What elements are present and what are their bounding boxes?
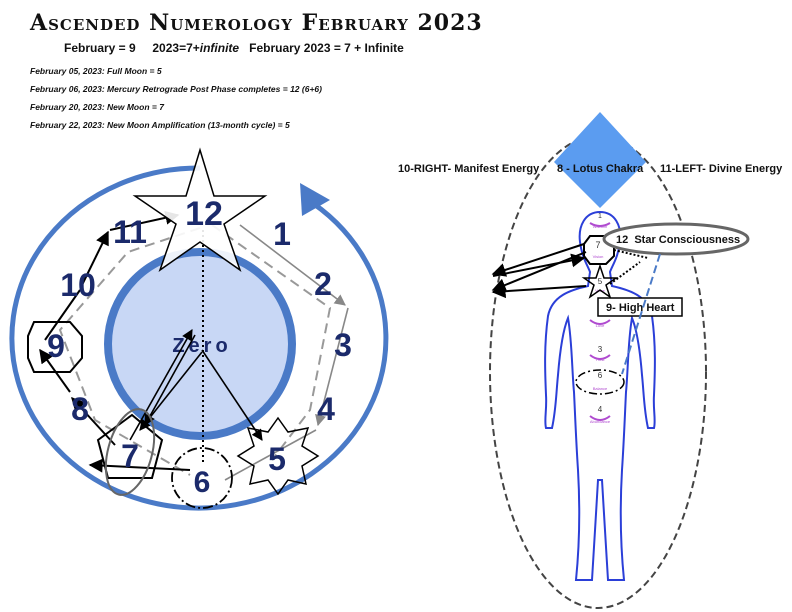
label-star-consciousness: 12 Star Consciousness — [616, 234, 740, 246]
dotted-star-to-7 — [613, 249, 649, 259]
dashed-cycle-right — [211, 224, 332, 461]
chakra-mark-2 — [589, 319, 611, 325]
chakra-word-3: Trust — [596, 357, 606, 362]
chakra-word-4: Abundance — [590, 419, 611, 424]
chakra-body-diagram: 1 Wisdom 7 Vision 5 Voice 2 Love 3 Trust… — [398, 112, 783, 609]
wheel-number-11: 11 — [113, 214, 147, 250]
arrow-left-to-7 — [492, 253, 586, 277]
dashed-circle-6 — [171, 447, 233, 509]
wheel-number-10: 10 — [60, 267, 96, 303]
starburst-shape-5 — [236, 416, 320, 496]
outer-ring — [9, 165, 389, 511]
summary-total: February 2023 = 7 + Infinite — [249, 41, 404, 55]
date-mercury-retrograde: February 06, 2023: Mercury Retrograde Po… — [30, 84, 322, 94]
wheel-number-12: 12 — [185, 195, 223, 233]
chakra-mark-4 — [589, 415, 611, 421]
wheel-number-6: 6 — [194, 466, 211, 499]
arrow-5-to-left — [491, 284, 587, 299]
summary-month: February = 9 — [64, 41, 136, 55]
label-right-manifest: 10-RIGHT- Manifest Energy — [398, 163, 540, 175]
date-full-moon: February 05, 2023: Full Moon = 5 — [30, 66, 162, 76]
arrow-zero-5 — [201, 349, 263, 441]
body-star-5 — [581, 263, 619, 299]
chakra-number-3: 3 — [598, 345, 603, 354]
chakra-word-1: Wisdom — [593, 224, 608, 229]
gray-arrow-4-6 — [224, 429, 317, 481]
dotted-heart-to-5 — [609, 261, 641, 285]
gray-arrow-2-4 — [315, 307, 349, 427]
lotus-diamond — [554, 112, 646, 208]
chakra-number-6: 6 — [598, 371, 603, 380]
chakra-mark-3 — [589, 354, 611, 360]
gray-arrow-12-2 — [239, 224, 346, 306]
arrow-zero-7b — [144, 334, 196, 426]
arrow-7-8 — [71, 396, 116, 446]
pentagon-shape-7 — [96, 413, 164, 479]
wheel-number-5: 5 — [268, 441, 286, 477]
label-lotus-chakra: 8 - Lotus Chakra — [557, 163, 644, 175]
date-new-moon: February 20, 2023: New Moon = 7 — [30, 102, 164, 112]
wheel-number-2: 2 — [314, 266, 332, 302]
chakra-number-7: 7 — [595, 240, 600, 250]
label-high-heart: 9- High Heart — [606, 302, 675, 314]
page-title: Ascended Numerology February 2023 — [30, 10, 483, 36]
summary-year-prefix: 2023=7+ — [152, 41, 200, 55]
chakra-mark-1 — [589, 222, 611, 227]
dashed-star-to-6 — [621, 253, 661, 375]
label-left-divine: 11-LEFT- Divine Energy — [660, 163, 783, 175]
wheel-number-3: 3 — [334, 327, 352, 363]
chakra-number-5: 5 — [598, 277, 603, 286]
numerology-wheel: Zero 1 2 3 4 5 6 7 8 9 10 11 12 — [9, 147, 389, 511]
wheel-number-7: 7 — [121, 438, 139, 474]
dashed-cycle-left — [58, 227, 201, 476]
body-outline — [544, 210, 656, 581]
star-shape-12 — [132, 147, 268, 272]
chakra-number-1: 1 — [598, 213, 602, 220]
date-new-moon-amplification: February 22, 2023: New Moon Amplificatio… — [30, 120, 290, 130]
octagon-shape-9 — [27, 321, 83, 373]
outer-ring-arrowhead — [300, 183, 330, 216]
arrow-7-to-left-a — [491, 243, 585, 277]
wheel-number-8: 8 — [71, 391, 89, 427]
chakra-word-2: Love — [596, 323, 605, 328]
star-consciousness-ellipse — [602, 222, 750, 256]
wheel-number-4: 4 — [317, 391, 335, 427]
ellipse-shape-7 — [104, 408, 156, 496]
chakra-number-4: 4 — [598, 405, 603, 414]
arrow-9-10 — [44, 289, 81, 341]
chakra-word-6: Balance — [593, 386, 608, 391]
arrow-10-11 — [81, 230, 109, 286]
wheel-number-9: 9 — [47, 328, 65, 364]
wheel-number-1: 1 — [273, 216, 291, 252]
chakra-word-7: Vision — [593, 254, 604, 259]
zero-circle — [104, 248, 296, 440]
body-dashed-ellipse-6 — [575, 369, 625, 395]
summary-line: February = 9 2023=7+infinite February 20… — [64, 41, 404, 55]
summary-year-infinite: infinite — [199, 41, 240, 55]
